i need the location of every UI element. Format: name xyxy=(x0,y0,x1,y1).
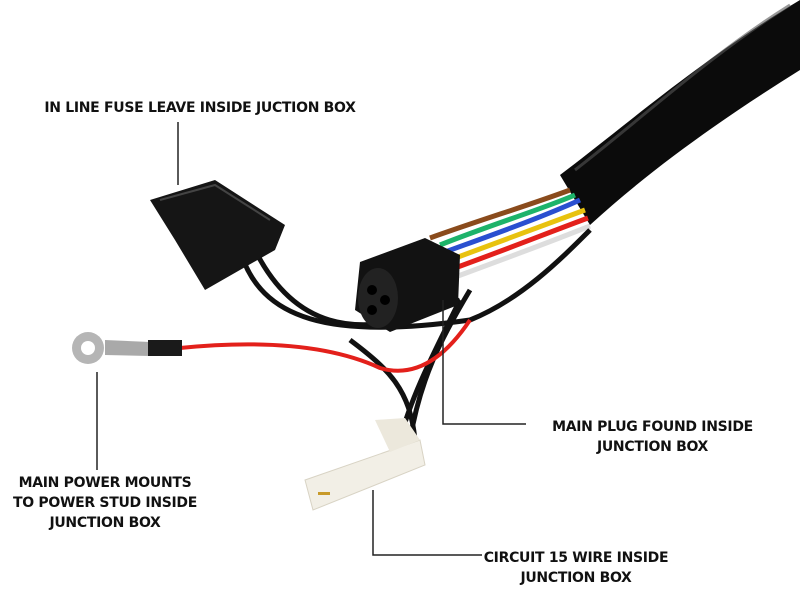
inline-fuse-holder xyxy=(150,180,285,290)
main-power-callout-label: MAIN POWER MOUNTS TO POWER STUD INSIDE J… xyxy=(0,473,210,533)
circuit15-callout-label: CIRCUIT 15 WIRE INSIDE JUNCTION BOX xyxy=(482,548,670,588)
circuit15-leader-line xyxy=(372,490,482,556)
label-line: JUNCTION BOX xyxy=(520,570,632,586)
red-power-wire xyxy=(179,318,472,373)
label-line: MAIN POWER MOUNTS xyxy=(18,475,192,491)
fuse-callout-label: IN LINE FUSE LEAVE INSIDE JUCTION BOX xyxy=(40,98,360,118)
label-line: MAIN PLUG FOUND INSIDE xyxy=(552,419,753,435)
label-line: JUNCTION BOX xyxy=(596,439,709,455)
label-line: IN LINE FUSE LEAVE INSIDE JUCTION BOX xyxy=(44,100,356,116)
leader-lines xyxy=(96,122,526,556)
cable-jacket xyxy=(560,0,800,225)
circuit15-connector xyxy=(304,418,426,511)
main-plug-callout-label: MAIN PLUG FOUND INSIDE JUNCTION BOX xyxy=(530,417,775,457)
main-plug-leader-line xyxy=(442,300,526,425)
ring-terminal xyxy=(72,332,182,364)
label-line: TO POWER STUD INSIDE xyxy=(12,495,198,511)
label-line: CIRCUIT 15 WIRE INSIDE xyxy=(483,550,669,566)
colored-wires xyxy=(429,187,591,279)
main-plug-connector xyxy=(355,238,460,332)
label-line: JUNCTION BOX xyxy=(49,515,161,531)
